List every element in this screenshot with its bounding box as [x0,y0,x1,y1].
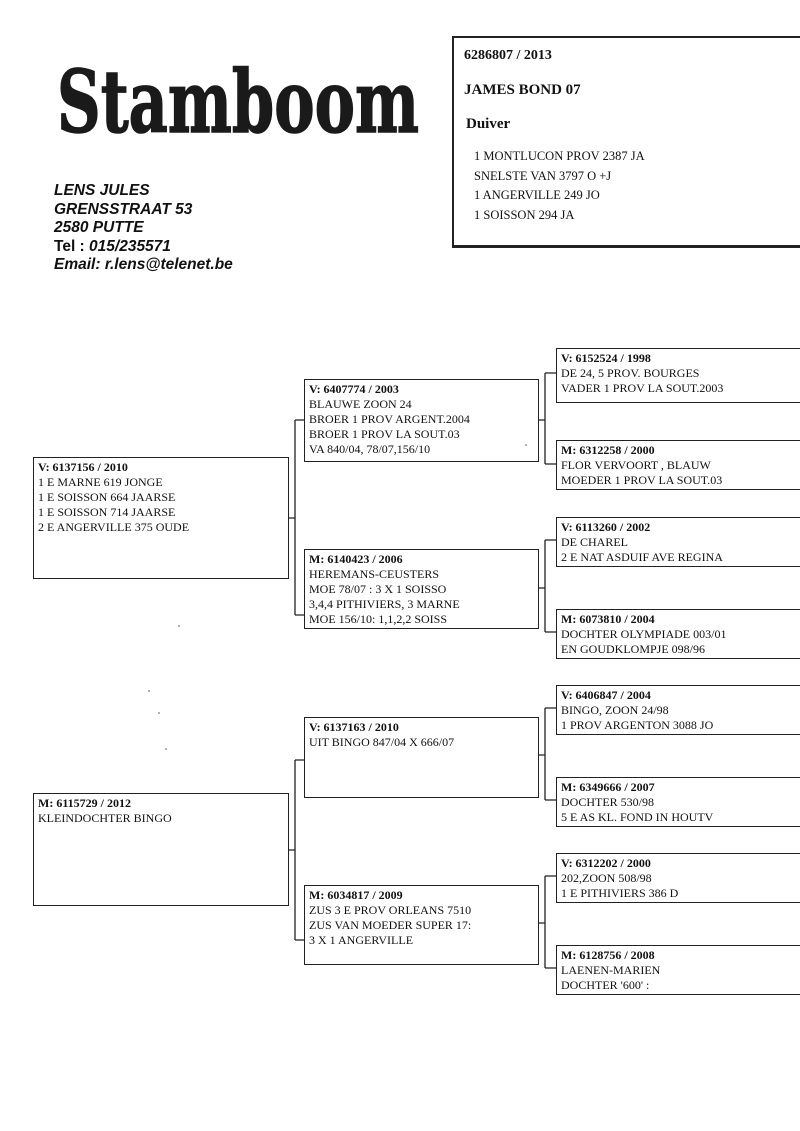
owner-street: GRENSSTRAAT 53 [54,200,193,218]
ff-line: BROER 1 PROV LA SOUT.03 [309,427,460,441]
fmf-line: DE CHAREL [561,535,628,549]
father-line: 1 E SOISSON 714 JAARSE [38,505,176,519]
pigeon-card: 6286807 / 2013 JAMES BOND 07 Duiver 1 MO… [452,36,800,248]
scan-speck [178,625,180,627]
ff-line: VA 840/04, 78/07,156/10 [309,442,431,456]
ff-ring: V: 6407774 / 2003 [309,382,399,396]
fm-ring: M: 6140423 / 2006 [309,552,403,566]
mother-line: KLEINDOCHTER BINGO [38,811,172,825]
fff-ring: V: 6152524 / 1998 [561,351,651,365]
pedigree-fmm: M: 6073810 / 2004 DOCHTER OLYMPIADE 003/… [556,609,800,659]
mmf-line: 202,ZOON 508/98 [561,871,652,885]
mm-ring: M: 6034817 / 2009 [309,888,403,902]
pedigree-fmf: V: 6113260 / 2002 DE CHAREL 2 E NAT ASDU… [556,517,800,567]
pedigree-father: V: 6137156 / 2010 1 E MARNE 619 JONGE 1 … [33,457,289,579]
mff-ring: V: 6406847 / 2004 [561,688,651,702]
scan-speck [148,690,150,692]
result-line: 1 ANGERVILLE 249 JO [474,188,600,202]
result-line: SNELSTE VAN 3797 O +J [474,168,612,183]
pigeon-ring: 6286807 / 2013 [464,48,552,63]
email-label: Email: [54,256,101,273]
pedigree-father-father: V: 6407774 / 2003 BLAUWE ZOON 24 BROER 1… [304,379,539,462]
scan-speck [165,748,167,750]
mother-ring: M: 6115729 / 2012 [38,796,131,810]
pedigree-father-mother: M: 6140423 / 2006 HEREMANS-CEUSTERS MOE … [304,549,539,629]
pedigree-mother-father: V: 6137163 / 2010 UIT BINGO 847/04 X 666… [304,717,539,798]
ffm-ring: M: 6312258 / 2000 [561,443,655,457]
mm-line: ZUS 3 E PROV ORLEANS 7510 [309,903,472,917]
ff-line: BROER 1 PROV ARGENT.2004 [309,412,470,426]
mf-line: UIT BINGO 847/04 X 666/07 [309,735,455,749]
pedigree-mother: M: 6115729 / 2012 KLEINDOCHTER BINGO [33,793,289,906]
scan-speck [158,712,160,714]
father-line: 1 E SOISSON 664 JAARSE [38,490,176,504]
ff-line: BLAUWE ZOON 24 [309,397,412,411]
connector-mm [538,875,557,969]
fm-line: 3,4,4 PITHIVIERS, 3 MARNE [309,597,460,611]
ffm-line: MOEDER 1 PROV LA SOUT.03 [561,473,723,487]
pedigree-mmf: V: 6312202 / 2000 202,ZOON 508/98 1 E PI… [556,853,800,903]
pigeon-results: 1 MONTLUCON PROV 2387 JA SNELSTE VAN 379… [474,147,645,225]
connector-fm [538,539,557,633]
mfm-ring: M: 6349666 / 2007 [561,780,655,794]
pedigree-ffm: M: 6312258 / 2000 FLOR VERVOORT , BLAUW … [556,440,800,490]
logo-text: Stamboom [57,52,419,153]
stamboom-logo: Stamboom [56,51,420,154]
phone-label: Tel : [54,237,85,255]
fmf-line: 2 E NAT ASDUIF AVE REGINA [561,550,723,564]
fmm-line: DOCHTER OLYMPIADE 003/01 [561,627,727,641]
mfm-line: DOCHTER 530/98 [561,795,654,809]
connector-father [288,419,305,616]
ffm-line: FLOR VERVOORT , BLAUW [561,458,711,472]
fff-line: VADER 1 PROV LA SOUT.2003 [561,381,724,395]
pigeon-sex: Duiver [466,116,511,132]
mm-line: 3 X 1 ANGERVILLE [309,933,414,947]
connector-ff [538,372,557,465]
fmm-ring: M: 6073810 / 2004 [561,612,655,626]
pedigree-mff: V: 6406847 / 2004 BINGO, ZOON 24/98 1 PR… [556,685,800,735]
father-ring: V: 6137156 / 2010 [38,460,128,474]
owner-email: Email: r.lens@telenet.be [54,256,233,275]
father-line: 2 E ANGERVILLE 375 OUDE [38,520,190,534]
fmf-ring: V: 6113260 / 2002 [561,520,651,534]
fmm-line: EN GOUDKLOMPJE 098/96 [561,642,705,656]
mff-line: BINGO, ZOON 24/98 [561,703,669,717]
pigeon-name: JAMES BOND 07 [464,82,581,98]
fm-line: HEREMANS-CEUSTERS [309,567,440,581]
result-line: 1 MONTLUCON PROV 2387 JA [474,149,645,163]
fm-line: MOE 156/10: 1,1,2,2 SOISS [309,612,448,626]
father-line: 1 E MARNE 619 JONGE [38,475,163,489]
connector-mother [288,759,305,941]
pedigree-mmm: M: 6128756 / 2008 LAENEN-MARIEN DOCHTER … [556,945,800,995]
pedigree-mfm: M: 6349666 / 2007 DOCHTER 530/98 5 E AS … [556,777,800,827]
fff-line: DE 24, 5 PROV. BOURGES [561,366,700,380]
mf-ring: V: 6137163 / 2010 [309,720,399,734]
pedigree-mother-mother: M: 6034817 / 2009 ZUS 3 E PROV ORLEANS 7… [304,885,539,965]
pedigree-fff: V: 6152524 / 1998 DE 24, 5 PROV. BOURGES… [556,348,800,403]
mmm-line: DOCHTER '600' : [561,978,650,992]
fm-line: MOE 78/07 : 3 X 1 SOISSO [309,582,447,596]
mmf-ring: V: 6312202 / 2000 [561,856,651,870]
mmm-ring: M: 6128756 / 2008 [561,948,655,962]
mff-line: 1 PROV ARGENTON 3088 JO [561,718,714,732]
email-address: r.lens@telenet.be [104,256,233,273]
owner-phone: Tel : 015/235571 [54,238,233,257]
owner-name: LENS JULES [54,182,150,199]
owner-info: LENS JULES GRENSSTRAAT 53 2580 PUTTE Tel… [54,182,233,275]
mm-line: ZUS VAN MOEDER SUPER 17: [309,918,472,932]
mfm-line: 5 E AS KL. FOND IN HOUTV [561,810,714,824]
mmf-line: 1 E PITHIVIERS 386 D [561,886,679,900]
owner-city: 2580 PUTTE [54,219,144,236]
mmm-line: LAENEN-MARIEN [561,963,661,977]
phone-number: 015/235571 [89,237,171,255]
result-line: 1 SOISSON 294 JA [474,207,575,222]
scan-speck [525,444,527,446]
connector-mf [538,707,557,801]
